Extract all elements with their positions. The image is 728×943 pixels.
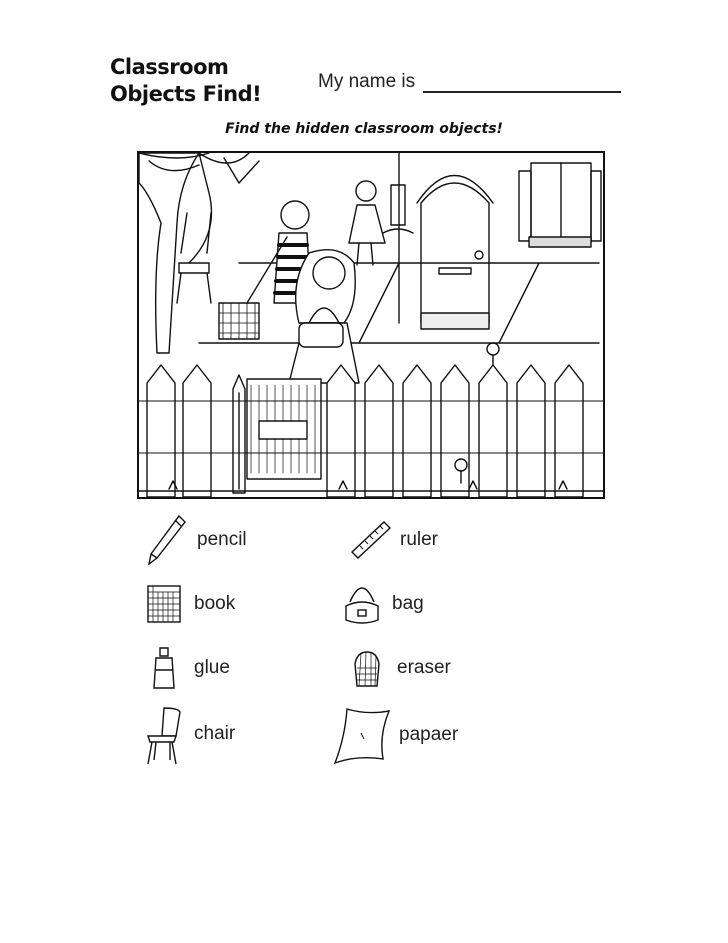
name-row: My name is: [318, 71, 622, 93]
legend-item-paper: papaer: [331, 703, 458, 767]
legend-label: glue: [194, 657, 230, 678]
hidden-objects-illustration: [137, 151, 605, 499]
book-icon: [142, 576, 186, 632]
legend-item-bag: bag: [340, 576, 424, 632]
instruction-text: Find the hidden classroom objects!: [225, 121, 503, 137]
worksheet-title: Classroom Objects Find!: [110, 54, 262, 108]
name-blank-line[interactable]: [423, 74, 622, 93]
legend-item-chair: chair: [142, 702, 235, 766]
legend-item-ruler: ruler: [348, 512, 438, 568]
title-line-1: Classroom: [110, 55, 229, 79]
name-prompt: My name is: [318, 71, 416, 92]
pencil-icon: [145, 512, 189, 568]
legend-label: book: [194, 593, 236, 614]
legend-label: eraser: [397, 657, 451, 678]
eraser-icon: [345, 640, 389, 696]
legend-label: papaer: [399, 724, 459, 745]
chair-icon: [142, 702, 186, 766]
legend-item-pencil: pencil: [145, 512, 247, 568]
bag-icon: [340, 576, 384, 632]
legend-label: chair: [194, 723, 236, 744]
paper-icon: [331, 703, 391, 767]
ruler-icon: [348, 512, 392, 568]
legend-item-eraser: eraser: [345, 640, 451, 696]
legend-label: bag: [392, 593, 424, 614]
legend-item-book: book: [142, 576, 235, 632]
legend-label: ruler: [400, 529, 439, 550]
legend-item-glue: glue: [142, 640, 230, 696]
glue-icon: [142, 640, 186, 696]
title-line-2: Objects Find!: [110, 82, 262, 106]
legend-label: pencil: [197, 529, 247, 550]
